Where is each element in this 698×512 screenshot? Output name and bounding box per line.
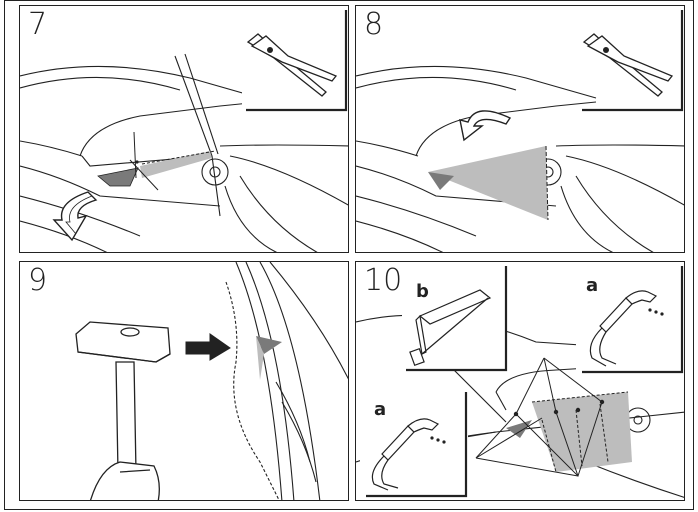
step-10-illustration [356, 266, 684, 498]
welding-torch-icon [576, 266, 684, 374]
curved-arrow-icon [52, 191, 98, 242]
cut-section-dark [97, 167, 139, 187]
step-number: 7 [28, 7, 48, 42]
cut-area-dark [428, 172, 454, 190]
curved-arrow-icon [459, 110, 512, 142]
welding-label-top: a [586, 275, 599, 296]
step-number: 9 [28, 263, 48, 298]
step-number: 8 [364, 7, 384, 42]
hacksaw-icon [402, 266, 508, 372]
hacksaw-label: b [416, 281, 429, 302]
step-9-panel: 9 [19, 261, 349, 501]
step-7-panel: 7 [19, 5, 349, 253]
cut-section-light [140, 151, 212, 178]
dent-light [256, 336, 264, 380]
step-8-panel: 8 [355, 5, 685, 253]
instruction-sheet: 7 [4, 0, 694, 510]
step-7-illustration [20, 10, 348, 252]
dent-dark [256, 336, 282, 354]
cut-area-light [428, 146, 548, 220]
pliers-icon [582, 10, 684, 112]
step-8-illustration [356, 10, 684, 252]
weld-area-dark [506, 420, 532, 438]
straight-arrow-icon [185, 333, 231, 361]
pliers-icon [242, 10, 348, 114]
hammer-icon [75, 321, 171, 500]
welding-torch-icon [360, 392, 468, 498]
step-9-illustration [75, 262, 348, 500]
welding-label-bottom: a [374, 399, 387, 420]
step-number: 10 [364, 263, 403, 298]
step-10-panel: 10 b a a [355, 261, 685, 501]
weld-area-light [532, 392, 632, 472]
